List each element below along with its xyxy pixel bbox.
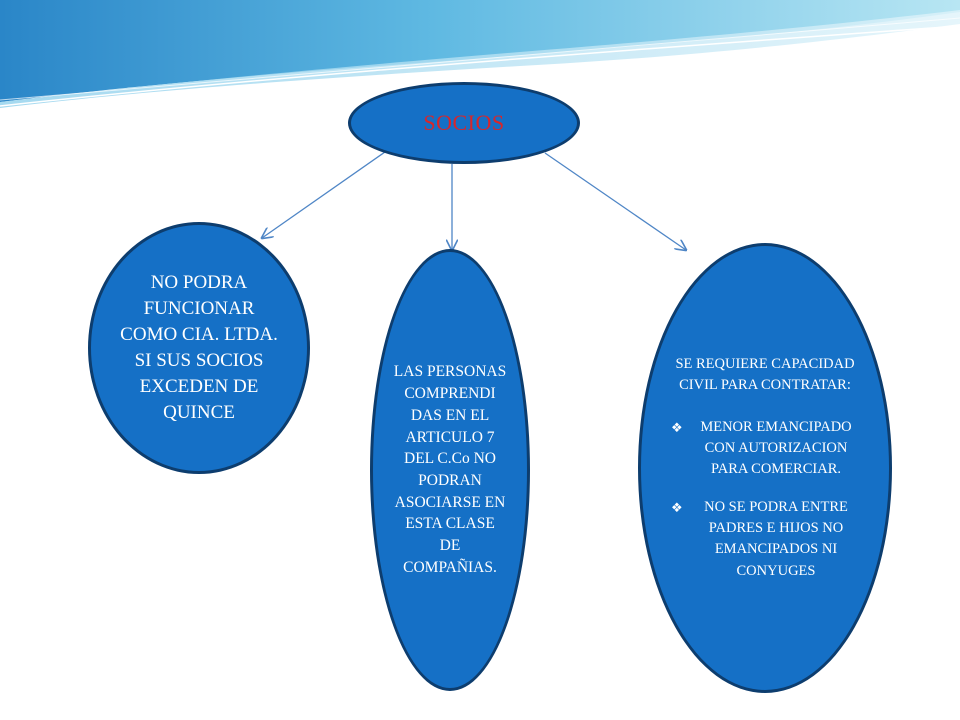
left-node: NO PODRA FUNCIONAR COMO CIA. LTDA. SI SU… bbox=[88, 222, 310, 474]
header-wave-decoration bbox=[0, 0, 960, 108]
root-node-label: SOCIOS bbox=[423, 110, 505, 135]
left-node-text: NO PODRA FUNCIONAR COMO CIA. LTDA. SI SU… bbox=[120, 272, 278, 423]
middle-node: LAS PERSONAS COMPRENDI DAS EN EL ARTICUL… bbox=[370, 249, 530, 691]
bullet-text: MENOR EMANCIPADO CON AUTORIZACION PARA C… bbox=[700, 418, 852, 478]
arrow-to-left-node bbox=[262, 151, 386, 238]
diamond-bullet-icon: ❖ bbox=[671, 419, 683, 435]
right-node-intro: SE REQUIERE CAPACIDAD CIVIL PARA CONTRAT… bbox=[675, 356, 855, 394]
middle-node-text: LAS PERSONAS COMPRENDI DAS EN EL ARTICUL… bbox=[393, 363, 507, 576]
right-node-bullet: ❖ NO SE PODRA ENTRE PADRES E HIJOS NO EM… bbox=[665, 497, 865, 582]
root-node-socios: SOCIOS bbox=[348, 82, 580, 164]
right-node: SE REQUIERE CAPACIDAD CIVIL PARA CONTRAT… bbox=[638, 243, 892, 693]
arrow-to-right-node bbox=[544, 152, 686, 250]
bullet-text: NO SE PODRA ENTRE PADRES E HIJOS NO EMAN… bbox=[704, 498, 848, 579]
right-node-bullet: ❖ MENOR EMANCIPADO CON AUTORIZACION PARA… bbox=[665, 417, 865, 481]
diamond-bullet-icon: ❖ bbox=[671, 499, 683, 515]
